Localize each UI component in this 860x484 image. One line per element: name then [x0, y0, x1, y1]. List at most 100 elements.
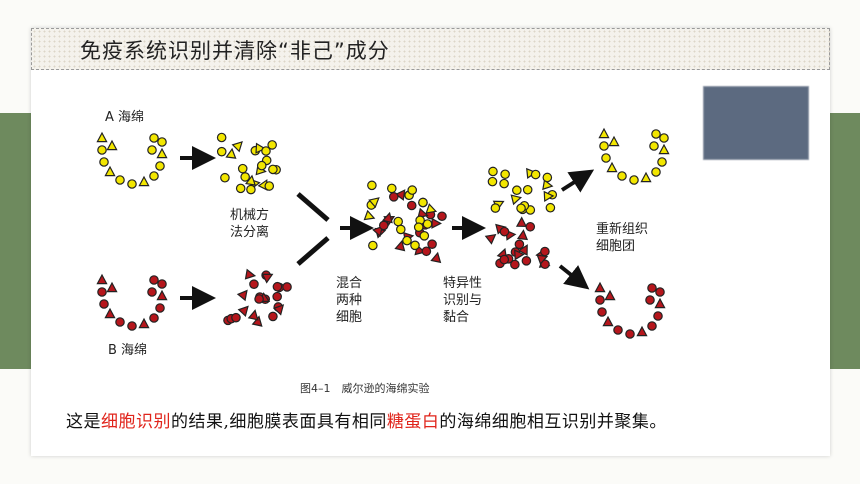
sorted-b-cell: [540, 246, 550, 257]
sponge-b-triangle: [138, 317, 150, 329]
sorted-b-cell: [499, 254, 510, 265]
sorted-b-triangle: [516, 229, 529, 241]
separated-b-triangle: [251, 315, 263, 327]
highlight-cell-recognition: 细胞识别: [101, 412, 171, 432]
sorted-b-cell: [521, 256, 532, 266]
regroup-b-triangle: [594, 281, 606, 293]
regroup-b-triangle: [654, 297, 666, 309]
regroup-b-cell: [613, 325, 623, 335]
sponge-a-cell: [115, 175, 125, 185]
mixed-cell: [406, 200, 417, 211]
sponge-a-cell: [157, 137, 167, 147]
sorted-b-triangle: [517, 244, 528, 256]
separated-b-cell: [249, 279, 259, 289]
arrow-bottom-converge: [296, 236, 330, 266]
sponge-b-cell: [97, 287, 107, 297]
sponge-b-cell: [157, 279, 167, 289]
mixed-cell: [388, 192, 399, 202]
separated-a-cell: [264, 181, 275, 191]
sponge-b-cell: [149, 275, 159, 285]
sorted-a-cell: [499, 178, 509, 189]
separated-a-triangle: [245, 174, 257, 186]
left-green-band: [0, 113, 34, 369]
label-specific-1: 特异性: [443, 276, 483, 291]
sponge-a-triangle: [106, 139, 118, 151]
regroup-a-triangle: [658, 143, 670, 155]
separated-b-cell: [272, 291, 282, 302]
separated-a-cell: [261, 146, 271, 156]
regroup-a-cell: [601, 153, 611, 163]
right-green-band: [826, 113, 860, 369]
regroup-a-cell: [649, 141, 659, 151]
regroup-b-cell: [625, 329, 635, 339]
mixed-cell: [410, 240, 420, 251]
separated-b-triangle: [247, 309, 259, 321]
separated-a-cell: [246, 184, 256, 195]
regroup-a-triangle: [640, 171, 652, 183]
sorted-a-cell: [487, 176, 498, 187]
sorted-a-triangle: [543, 190, 555, 202]
arrow-top-converge: [296, 192, 330, 222]
sorted-b-triangle: [484, 233, 497, 245]
mixed-cell: [378, 220, 389, 231]
separated-b-triangle: [272, 304, 285, 316]
mixed-cell: [413, 222, 424, 232]
sorted-b-triangle: [515, 216, 528, 227]
regroup-a-cell: [651, 129, 661, 139]
label-mix-2: 两种: [336, 293, 363, 308]
label-mix-1: 混合: [336, 276, 363, 291]
separated-a-cell: [220, 172, 230, 183]
sorted-a-cell: [500, 169, 510, 180]
regroup-b-triangle: [602, 315, 614, 327]
separated-b-cell: [282, 282, 292, 292]
mixed-cell: [393, 216, 404, 227]
mixed-triangle: [425, 203, 438, 214]
mixed-cell: [419, 231, 430, 241]
sponge-a-cell: [149, 133, 159, 143]
sponge-a-cell: [149, 171, 159, 181]
separated-a-cell: [216, 146, 227, 157]
sponge-b-triangle: [156, 289, 168, 301]
sorted-a-cell: [522, 184, 533, 195]
separated-a-triangle: [225, 147, 237, 159]
label-reorganize-2: 细胞团: [596, 239, 636, 254]
sponge-b-cell: [155, 303, 165, 313]
mixed-cell: [395, 224, 406, 235]
sorted-a-cell: [542, 172, 553, 183]
separated-b-cell: [254, 294, 264, 304]
separated-a-cell: [240, 172, 250, 182]
arrow-to-yellow-group: [560, 169, 595, 193]
mixed-cell: [421, 246, 432, 257]
separated-a-cell: [235, 183, 246, 194]
mixed-cell: [367, 180, 377, 191]
regroup-b-triangle: [604, 289, 616, 301]
mixed-cell: [402, 235, 412, 246]
mixed-triangle: [431, 217, 442, 229]
separated-a-cell: [256, 160, 267, 171]
regroup-b-cell: [595, 295, 605, 305]
title-bar: 免疫系统识别并清除“非己”成分: [31, 28, 830, 70]
sponge-a-cell: [97, 145, 107, 155]
sorted-a-cell: [530, 169, 541, 180]
sponge-b-cell: [149, 313, 159, 323]
sorted-a-triangle: [542, 179, 554, 191]
mixed-cell: [368, 240, 378, 251]
sorted-a-cell: [545, 202, 556, 213]
mixed-triangle: [394, 239, 406, 252]
sorted-a-triangle: [510, 194, 523, 206]
mixed-triangle: [394, 189, 406, 201]
sponge-b-triangle: [106, 281, 118, 293]
sorted-a-cell: [490, 203, 501, 213]
sponge-b-cell: [115, 317, 125, 327]
sorted-b-cell: [525, 221, 536, 232]
sponge-b-cell: [99, 299, 109, 309]
sponge-a-triangle: [156, 147, 168, 159]
regroup-b-cell: [653, 311, 663, 321]
mixed-triangle: [430, 251, 442, 264]
separated-b-triangle: [236, 289, 248, 302]
sponge-b-cell: [147, 287, 157, 297]
regroup-a-cell: [659, 133, 669, 143]
regroup-a-triangle: [598, 127, 610, 139]
sponge-a-cell: [127, 179, 137, 189]
